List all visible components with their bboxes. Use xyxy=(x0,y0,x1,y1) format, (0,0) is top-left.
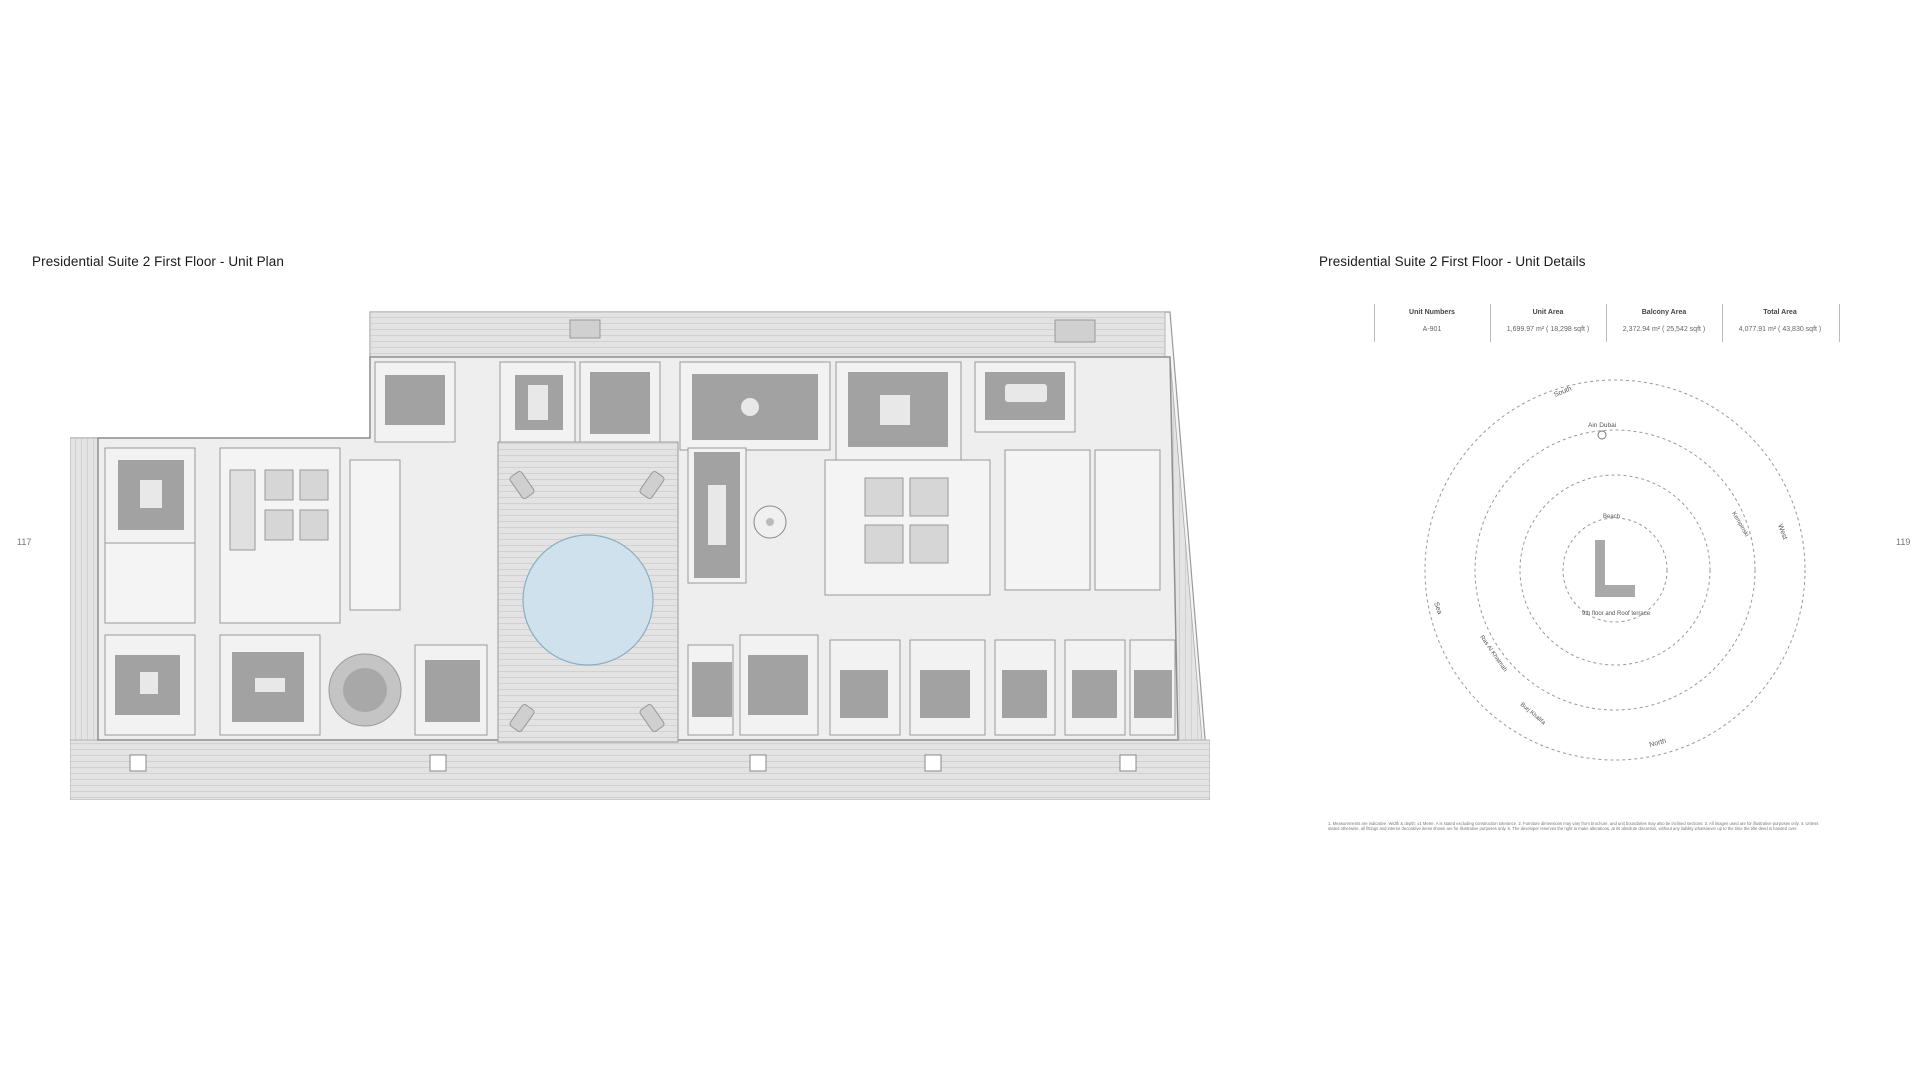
unit-area-value: 1,699.97 m² ( 18,298 sqft ) xyxy=(1506,326,1590,333)
top-terrace xyxy=(369,311,1166,358)
total-area-column: Total Area 4,077.91 m² ( 43,830 sqft ) xyxy=(1722,301,1838,343)
room-sauna xyxy=(1094,449,1161,591)
unit-numbers-header: Unit Numbers xyxy=(1409,309,1455,316)
unit-area-column: Unit Area 1,699.97 m² ( 18,298 sqft ) xyxy=(1490,301,1606,343)
room-spa xyxy=(1004,449,1091,591)
page-number-left: 117 xyxy=(17,537,32,547)
unit-numbers-value: A-901 xyxy=(1422,326,1442,333)
disclaimer-footnote: 1. Measurements are indicative. Width & … xyxy=(1328,821,1819,832)
balcony-area-value: 2,372.94 m² ( 25,542 sqft ) xyxy=(1622,326,1706,333)
room-bath xyxy=(349,459,401,611)
total-area-value: 4,077.91 m² ( 43,830 sqft ) xyxy=(1738,326,1822,333)
unit-plan-title: Presidential Suite 2 First Floor - Unit … xyxy=(32,254,284,269)
unit-numbers-column: Unit Numbers A-901 xyxy=(1374,301,1490,343)
building-icon xyxy=(1595,540,1635,597)
label-burj-khalifa: Burj Khalifa xyxy=(1519,702,1547,727)
label-building: 9th floor and Roof terrace xyxy=(1582,611,1651,617)
unit-area-header: Unit Area xyxy=(1532,309,1564,316)
balcony-area-header: Balcony Area xyxy=(1641,309,1687,316)
label-south: South xyxy=(1553,385,1573,398)
page-number-right: 119 xyxy=(1896,537,1911,547)
label-west: West xyxy=(1776,523,1788,540)
label-north: North xyxy=(1649,738,1667,749)
orientation-diagram: South Ain Dubai Kempinski West Beach 9th… xyxy=(1424,379,1806,761)
unit-details-title: Presidential Suite 2 First Floor - Unit … xyxy=(1319,254,1586,269)
ain-dubai-icon xyxy=(1597,430,1607,440)
balcony-area-column: Balcony Area 2,372.94 m² ( 25,542 sqft ) xyxy=(1606,301,1722,343)
pool xyxy=(522,534,654,666)
total-area-header: Total Area xyxy=(1763,309,1797,316)
room-dressing xyxy=(104,542,196,624)
label-beach: Beach xyxy=(1603,514,1620,520)
unit-details-table: Unit Numbers A-901 Unit Area 1,699.97 m²… xyxy=(1374,301,1840,343)
room-core xyxy=(824,459,991,596)
left-terrace xyxy=(70,437,99,741)
floor-plan xyxy=(70,311,1210,800)
bottom-terrace xyxy=(70,739,1210,800)
label-kempinski: Kempinski xyxy=(1730,511,1749,538)
label-ain-dubai: Ain Dubai xyxy=(1588,422,1616,429)
label-sea: Sea xyxy=(1432,601,1443,615)
